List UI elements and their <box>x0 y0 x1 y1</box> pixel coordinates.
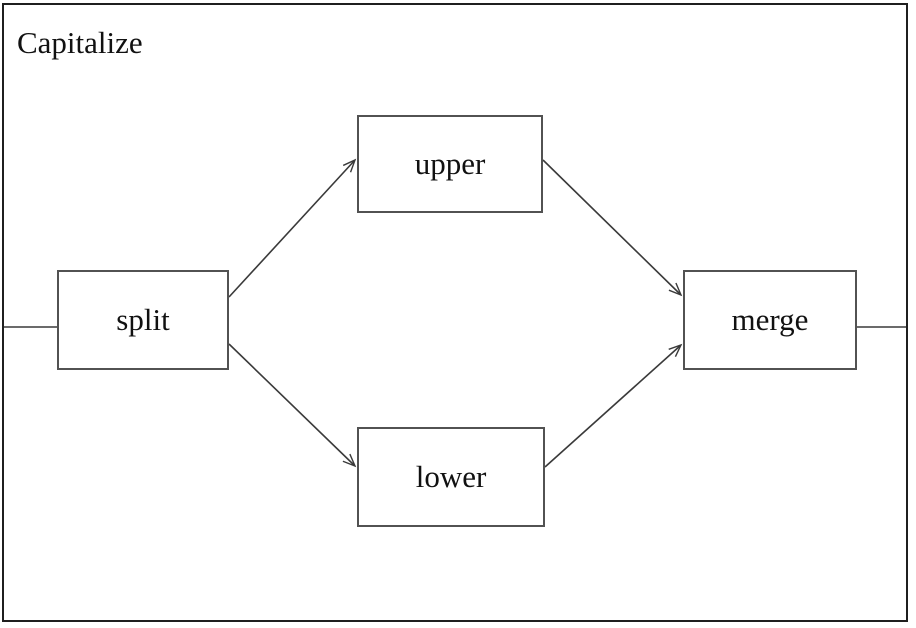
node-upper-label: upper <box>414 146 486 181</box>
node-split: split <box>57 270 229 370</box>
node-split-label: split <box>116 302 170 337</box>
diagram-title: Capitalize <box>17 25 143 60</box>
node-lower: lower <box>357 427 545 527</box>
node-upper: upper <box>357 115 543 213</box>
node-merge: merge <box>683 270 857 370</box>
node-merge-label: merge <box>731 302 809 337</box>
node-lower-label: lower <box>415 459 487 494</box>
